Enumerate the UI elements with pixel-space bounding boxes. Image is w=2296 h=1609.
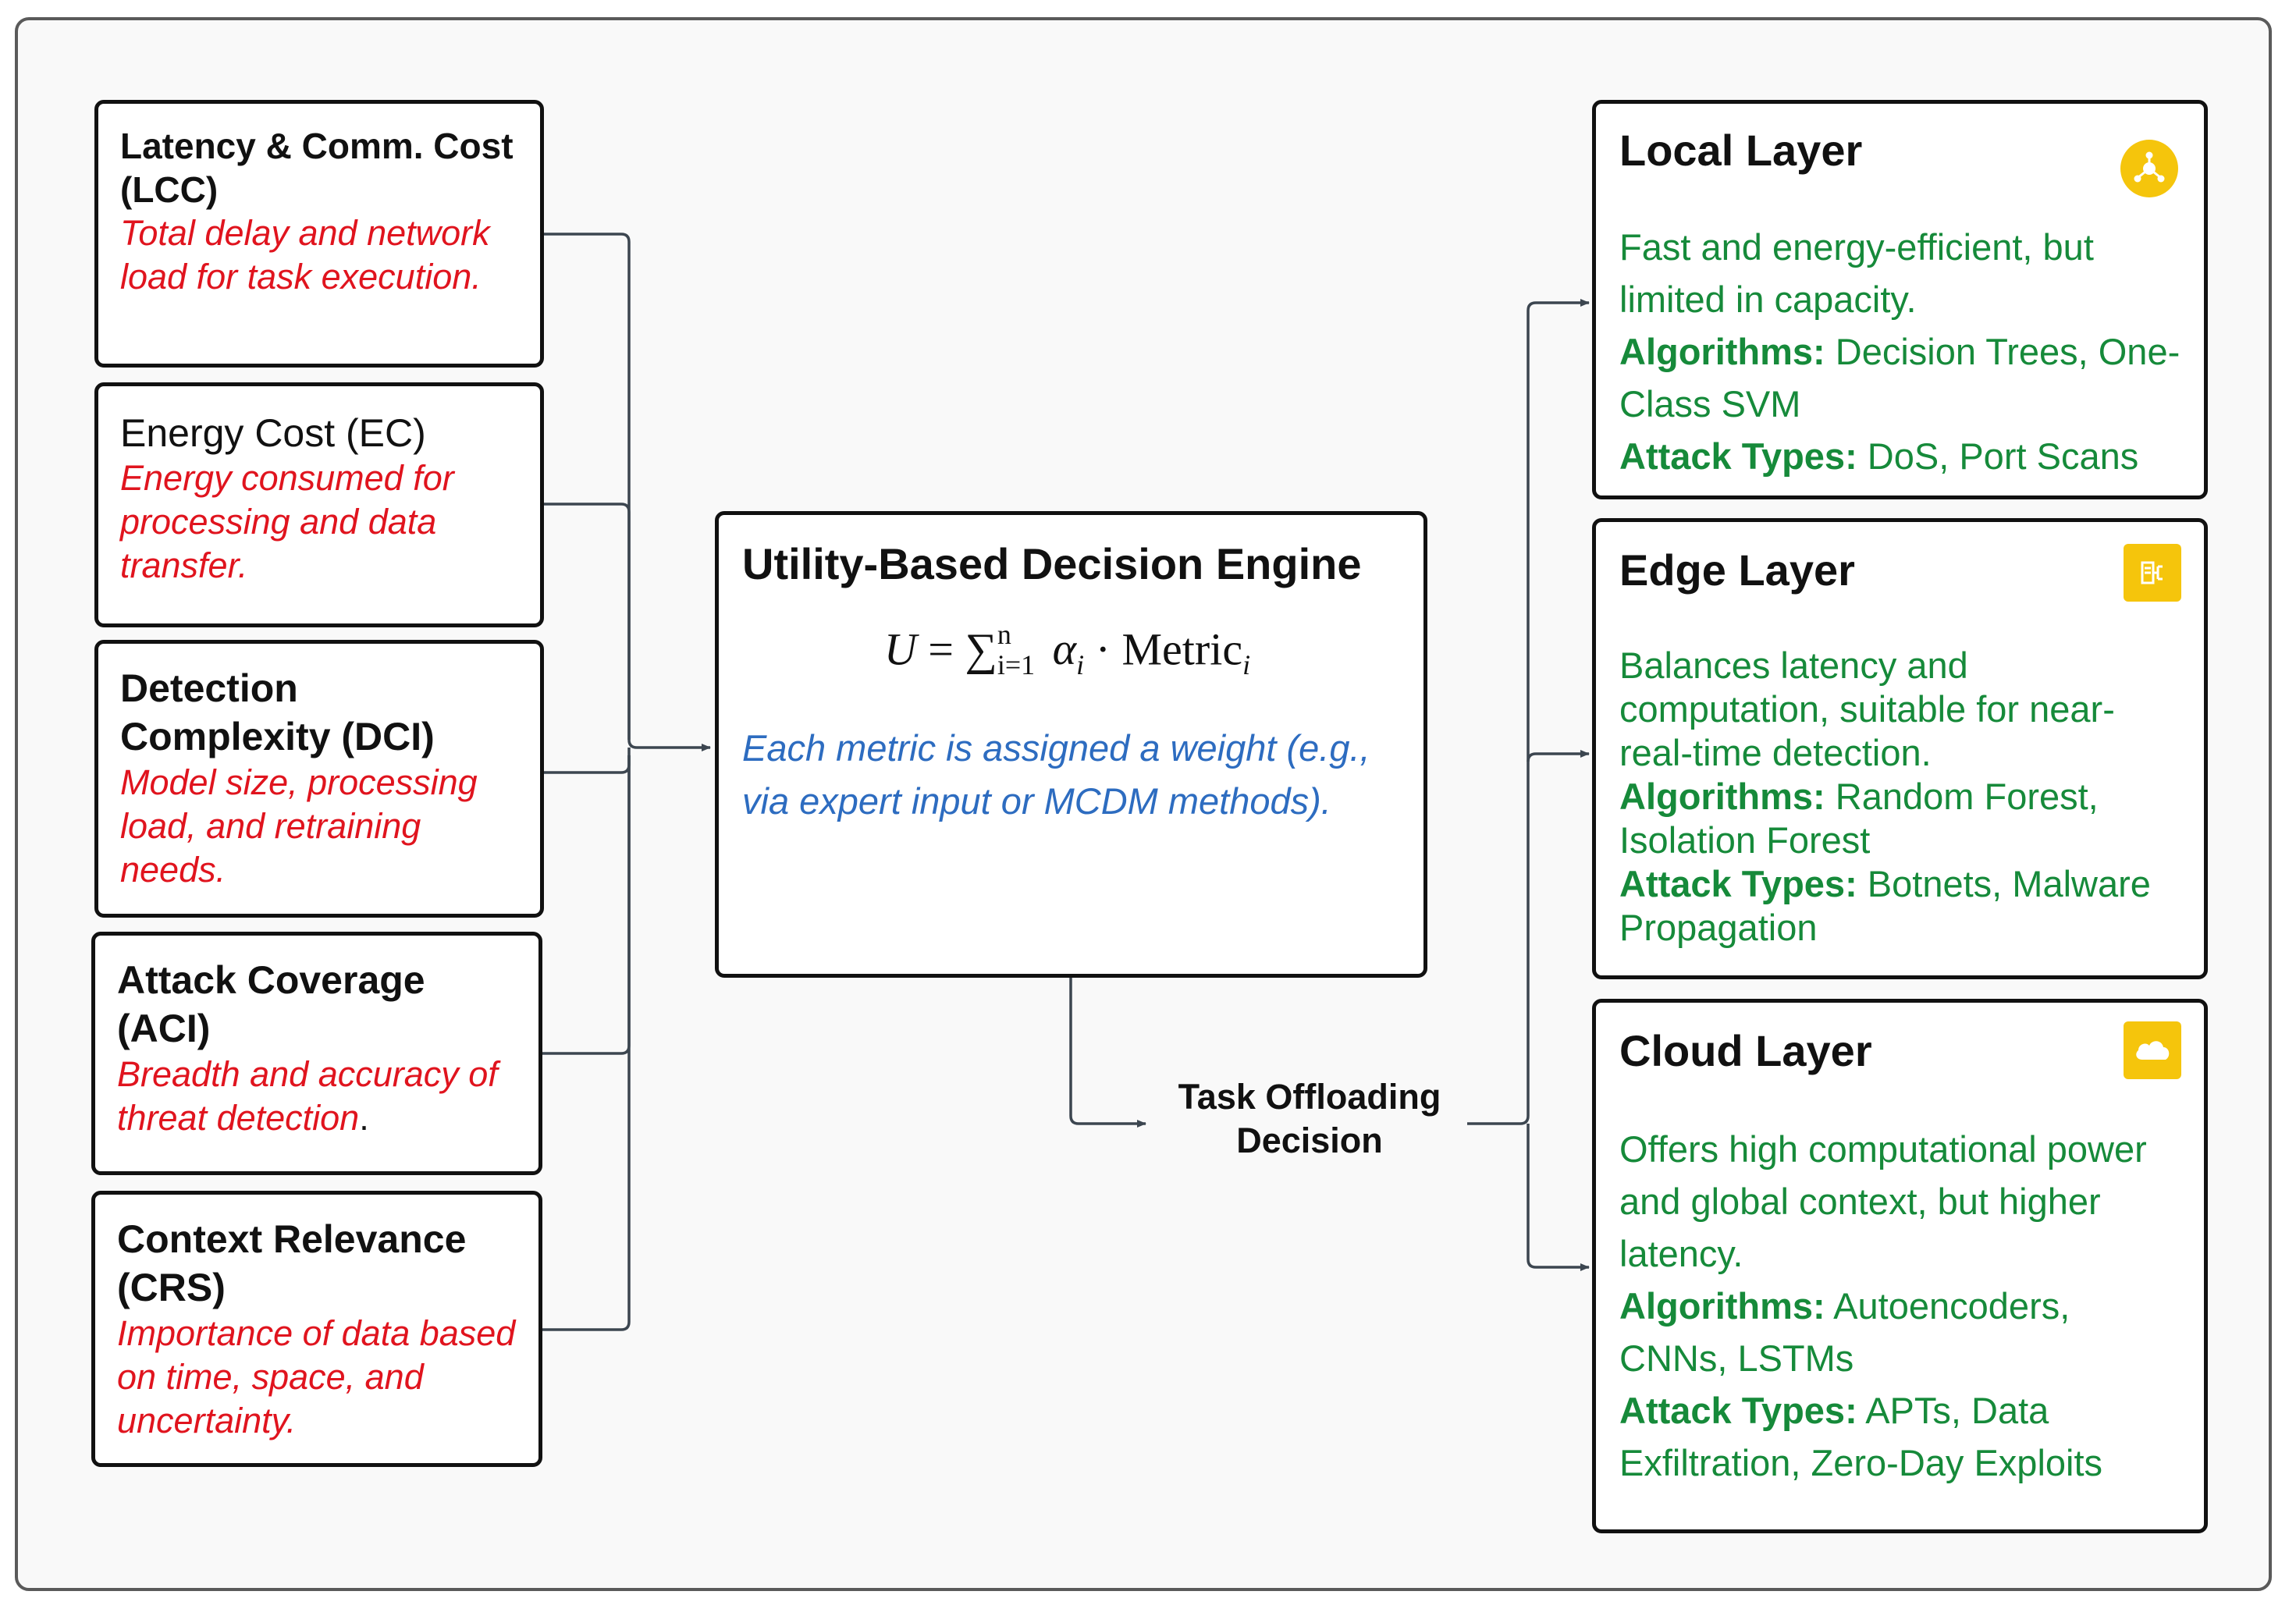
connector-ec [542,503,631,740]
metric-title: Attack Coverage (ACI) [117,958,425,1050]
layer-title: Cloud Layer [1619,1026,1872,1075]
hub-icon [2120,140,2178,197]
edge-layer-box: Edge Layer Balances latency and computat… [1592,518,2208,979]
decision-engine-box: Utility-Based Decision Engine U = ∑ni=1 … [715,511,1427,978]
connector-decision-cloud [1527,1124,1590,1271]
engine-title: Utility-Based Decision Engine [742,539,1362,588]
layer-title: Edge Layer [1619,545,1855,595]
engine-note: Each metric is assigned a weight (e.g., … [742,726,1370,822]
metric-description: Importance of data based on time, space,… [117,1313,516,1440]
layer-details: Balances latency and computation, suitab… [1619,645,2151,948]
utility-formula: U = ∑ni=1 αi · Metrici [883,619,1251,680]
metric-box-ec: Energy Cost (EC) Energy consumed for pro… [94,382,544,627]
edge-server-icon [2124,544,2181,602]
connector-dci [542,748,631,774]
metric-box-crs: Context Relevance (CRS) Importance of da… [91,1191,542,1467]
connector-lcc [542,233,711,751]
metric-box-dci: Detection Complexity (DCI) Model size, p… [94,640,544,918]
connector-aci [542,755,631,1055]
decision-line-2: Decision [1236,1121,1383,1160]
metric-description: Energy consumed for processing and data … [120,458,454,585]
cloud-icon [2124,1021,2181,1079]
connector-engine-decision [1069,978,1146,1128]
connector-crs [542,755,631,1331]
metric-description: Model size, processing load, and retrain… [120,762,478,890]
metric-box-aci: Attack Coverage (ACI) Breadth and accura… [91,932,542,1175]
metric-description: Total delay and network load for task ex… [120,213,490,297]
local-layer-box: Local Layer Fast and energy-efficient, b… [1592,100,2208,499]
connector-decision-trunk [1467,299,1590,1125]
connector-decision-edge [1527,750,1590,762]
layer-details: Offers high computational power and glob… [1619,1128,2147,1483]
metric-title: Context Relevance (CRS) [117,1217,467,1309]
metric-title: Detection Complexity (DCI) [120,666,435,758]
cloud-layer-box: Cloud Layer Offers high computational po… [1592,999,2208,1533]
metric-box-lcc: Latency & Comm. Cost (LCC) Total delay a… [94,100,544,368]
layer-title: Local Layer [1619,126,1863,175]
layer-details: Fast and energy-efficient, but limited i… [1619,226,2180,477]
task-offloading-decision-label: Task Offloading Decision [1153,1075,1466,1163]
metric-description: Breadth and accuracy of threat detection… [117,1054,498,1138]
decision-line-1: Task Offloading [1178,1077,1441,1117]
metric-title: Energy Cost (EC) [120,411,426,455]
metric-title: Latency & Comm. Cost (LCC) [120,126,514,210]
